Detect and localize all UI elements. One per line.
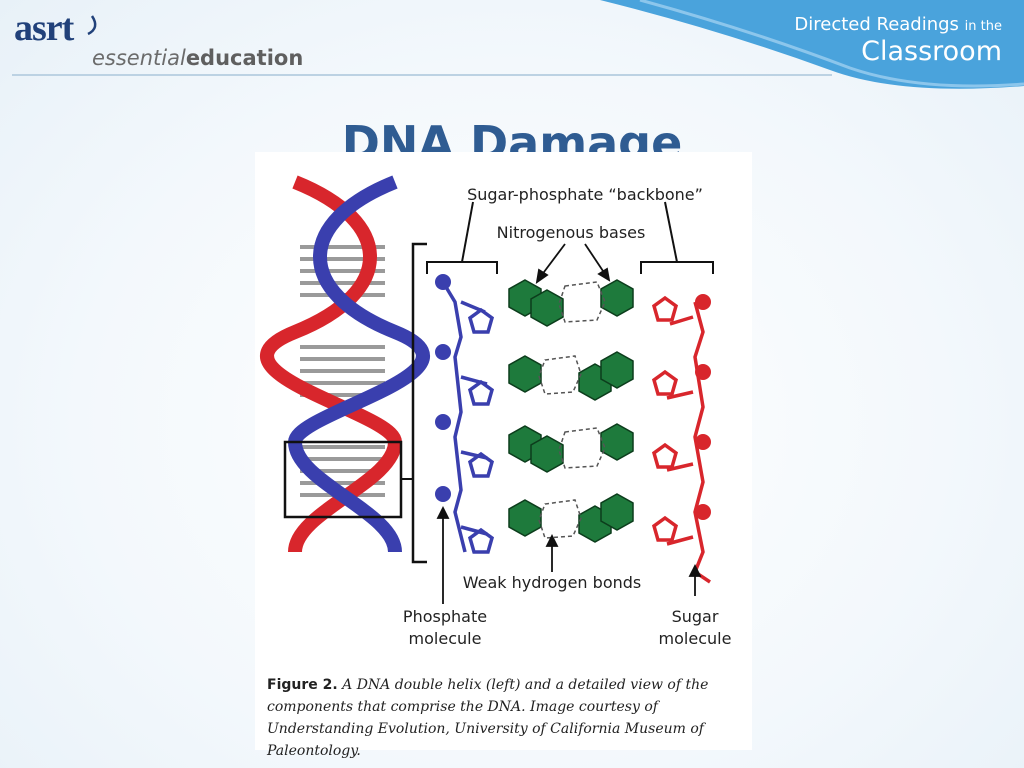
label-arrows <box>436 243 702 604</box>
red-backbone <box>666 301 711 584</box>
asrt-logo: asrt <box>14 7 74 49</box>
zoom-bracket <box>411 242 427 564</box>
helix-strand-blue <box>287 175 430 554</box>
label-phosphate-1: Phosphate <box>403 607 487 626</box>
caption-body: A DNA double helix (left) and a detailed… <box>267 677 709 759</box>
header-divider <box>12 74 832 76</box>
logo-sub-bold: education <box>185 46 304 70</box>
logo-sub-light: essential <box>92 46 186 70</box>
banner-swoosh <box>600 0 1024 89</box>
label-backbone: Sugar-phosphate “backbone” <box>467 185 703 204</box>
nitrogenous-bases <box>508 279 634 543</box>
backbone-brackets <box>426 201 714 274</box>
red-phosphate-groups <box>695 294 711 520</box>
red-sugars <box>652 296 678 542</box>
figure-caption: Figure 2. A DNA double helix (left) and … <box>267 674 742 762</box>
label-sugar-1: Sugar <box>672 607 719 626</box>
hydrogen-bonds <box>538 281 606 539</box>
label-nitrogenous-bases: Nitrogenous bases <box>497 223 646 242</box>
logo-swoosh-icon <box>87 15 97 36</box>
blue-sugars <box>468 308 494 554</box>
caption-lead: Figure 2. <box>267 677 338 693</box>
banner-line-1: Directed Readings in the <box>794 14 1002 35</box>
banner-line-2: Classroom <box>861 36 1002 67</box>
label-phosphate-2: molecule <box>409 629 482 648</box>
blue-backbone <box>441 281 488 553</box>
slide-header: asrt essentialeducation Directed Reading… <box>0 0 1024 92</box>
phosphate-groups <box>435 274 451 502</box>
label-sugar-2: molecule <box>659 629 732 648</box>
essential-education-logo: essentialeducation <box>92 46 303 70</box>
helix-strand-red <box>260 175 403 554</box>
double-helix <box>260 175 430 554</box>
label-hydrogen-bonds: Weak hydrogen bonds <box>463 573 641 592</box>
dna-figure: Sugar-phosphate “backbone” Nitrogenous b… <box>255 152 752 759</box>
dna-diagram: Sugar-phosphate “backbone” Nitrogenous b… <box>260 175 732 648</box>
